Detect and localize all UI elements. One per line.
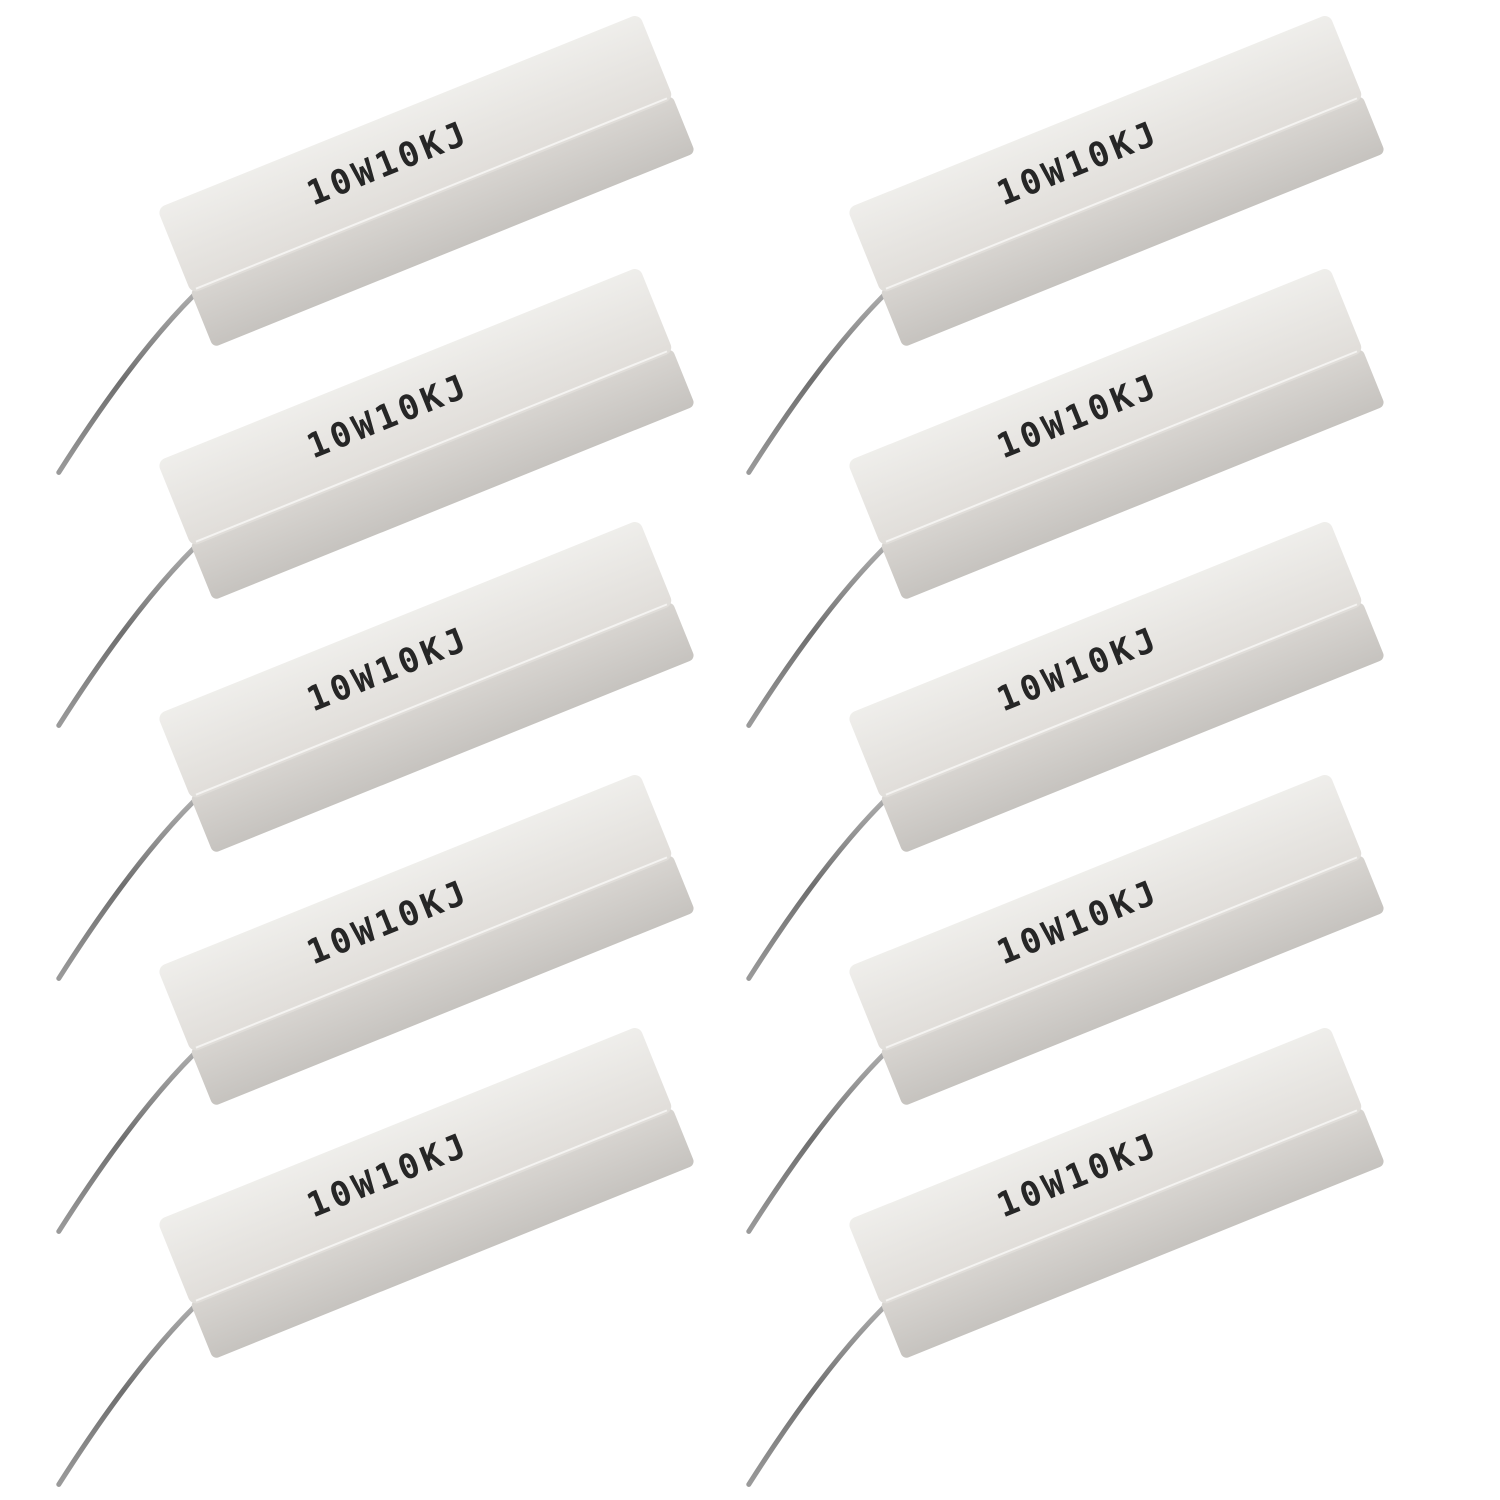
lead-right bbox=[1324, 226, 1479, 292]
body-top bbox=[849, 269, 1362, 545]
lead-right bbox=[634, 732, 789, 798]
body-side bbox=[881, 97, 1384, 346]
lead-right bbox=[634, 0, 789, 39]
resistor: 10W10KJ bbox=[746, 732, 1479, 1234]
body-side bbox=[881, 856, 1384, 1105]
resistor: 10W10KJ bbox=[56, 0, 789, 475]
body-top bbox=[849, 1028, 1362, 1304]
body-side bbox=[881, 603, 1384, 852]
lead-right bbox=[634, 479, 789, 545]
lead-right bbox=[1324, 985, 1479, 1051]
body-side bbox=[191, 350, 694, 599]
body-top bbox=[159, 775, 672, 1051]
lead-right bbox=[1324, 0, 1479, 39]
body-side bbox=[191, 603, 694, 852]
body-top bbox=[849, 775, 1362, 1051]
body-side bbox=[191, 1109, 694, 1358]
body-top bbox=[849, 522, 1362, 798]
resistor: 10W10KJ bbox=[56, 732, 789, 1234]
lead-right bbox=[634, 226, 789, 292]
body-top bbox=[159, 1028, 672, 1304]
resistor: 10W10KJ bbox=[746, 479, 1479, 981]
body-side bbox=[191, 856, 694, 1105]
resistor: 10W10KJ bbox=[746, 226, 1479, 728]
lead-right bbox=[634, 985, 789, 1051]
lead-right bbox=[1324, 732, 1479, 798]
body-side bbox=[191, 97, 694, 346]
body-top bbox=[159, 269, 672, 545]
body-top bbox=[159, 16, 672, 292]
body-side bbox=[881, 1109, 1384, 1358]
body-top bbox=[159, 522, 672, 798]
resistor: 10W10KJ bbox=[56, 985, 789, 1487]
body-top bbox=[849, 16, 1362, 292]
resistor: 10W10KJ bbox=[746, 985, 1479, 1487]
lead-right bbox=[1324, 479, 1479, 545]
body-side bbox=[881, 350, 1384, 599]
resistor: 10W10KJ bbox=[56, 226, 789, 728]
